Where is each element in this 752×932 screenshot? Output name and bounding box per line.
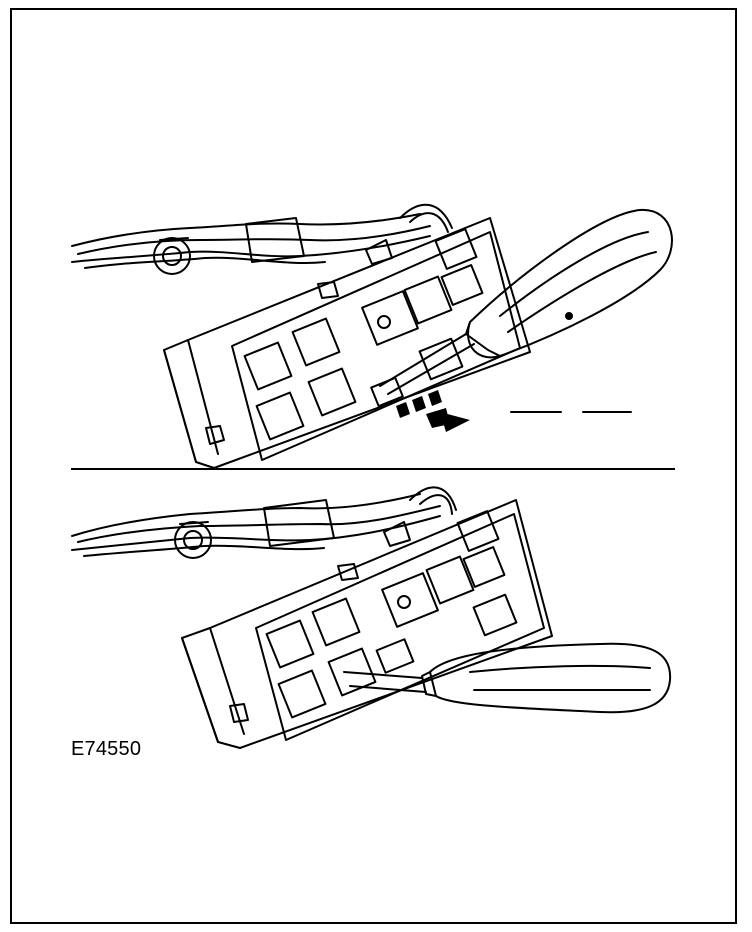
figure-frame bbox=[10, 8, 737, 924]
figure-id-label: E74550 bbox=[71, 738, 142, 760]
screwdriver-top bbox=[379, 208, 673, 395]
screwdriver-bottom bbox=[343, 642, 672, 714]
removal-direction-arrow bbox=[396, 390, 470, 432]
wiring-harness-top bbox=[71, 203, 453, 275]
wiring-harness-bottom bbox=[71, 486, 457, 559]
fuse-housing-bottom bbox=[181, 499, 553, 749]
fuse-housing-top bbox=[163, 217, 531, 469]
bottom-panel bbox=[71, 486, 672, 749]
top-panel bbox=[71, 203, 673, 469]
